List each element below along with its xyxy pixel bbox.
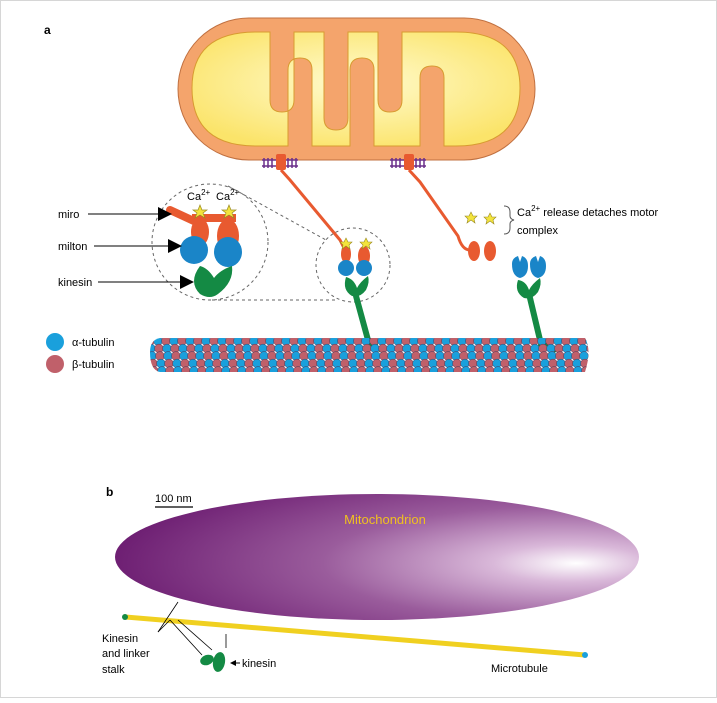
stalk-label-line2: and linker [102,648,150,660]
miro-tether-attached [279,168,347,251]
kinesin-motor-b [200,652,226,672]
miro-released [468,241,496,261]
kinesin-label-b: kinesin [242,658,276,670]
mitochondrion-label: Mitochondrion [344,512,426,527]
motor-complex-detached [512,256,559,353]
milton-label: milton [58,241,87,253]
free-calcium-1 [464,211,478,224]
free-calcium-2 [483,212,497,225]
alpha-tubulin-swatch [46,333,64,351]
milton-zoomed-right [214,237,242,267]
microtubule-b [124,614,586,658]
kinesin-zoomed [194,266,233,297]
miro-pointer [158,207,172,221]
miro-label: miro [58,209,79,221]
mitochondrion-b [115,494,639,620]
ca-label-right: Ca2+ [216,188,240,203]
stalk-label-line1: Kinesin [102,633,138,645]
legend-alpha-tubulin: α-tubulin [46,333,114,351]
legend-beta-tubulin: β-tubulin [46,355,114,373]
scale-bar-label: 100 nm [155,493,192,505]
zoom-circle-small [315,227,391,303]
release-caption-line1: Ca2+ release detaches motor [517,204,659,219]
panel-b-letter: b [106,485,113,499]
microtubule-label: Microtubule [491,663,548,675]
ca-label-left: Ca2+ [187,188,211,203]
miro-tether-released [407,168,476,252]
mitochondrial-matrix [191,31,521,147]
svg-text:α-tubulin: α-tubulin [72,337,114,349]
miro-membrane-anchor-2 [390,154,426,170]
motor-complex-zoomed [166,204,242,297]
svg-text:β-tubulin: β-tubulin [72,359,114,371]
microtubule-lattice [150,338,589,372]
motor-complex-attached [338,237,387,353]
mitochondrion-a [177,17,536,161]
kinesin-arrow [230,660,236,666]
kinesin-label-a: kinesin [58,277,92,289]
zoom-circle-large [151,183,269,301]
panel-a-letter: a [44,23,51,37]
kinesin-pointer [180,275,194,289]
release-brace [503,205,515,235]
milton-pointer [168,239,182,253]
stalk-label-line3: stalk [102,664,125,676]
milton-zoomed-left [180,236,208,264]
beta-tubulin-swatch [46,355,64,373]
kinesin-stalk-pointers [157,601,227,656]
miro-membrane-anchor-1 [262,154,298,170]
release-caption-line2: complex [517,225,558,237]
